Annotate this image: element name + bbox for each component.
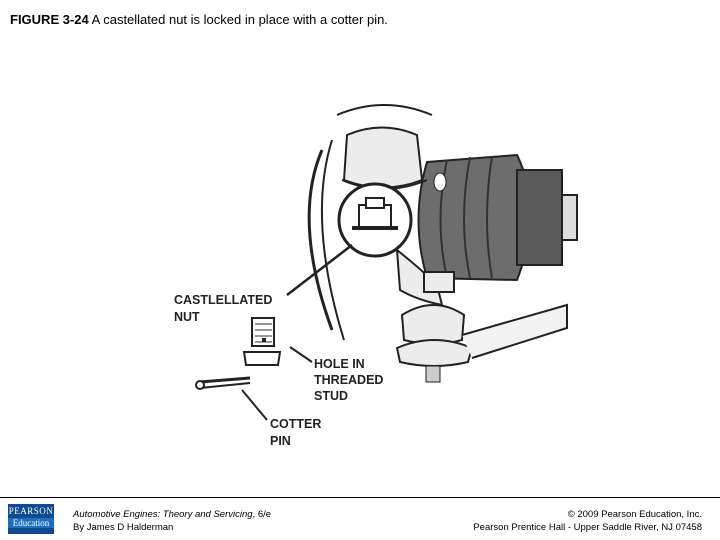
caption-text: A castellated nut is locked in place wit… — [88, 12, 388, 27]
lower-ball-joint — [395, 271, 568, 383]
cv-boot — [417, 153, 578, 282]
figure-label: FIGURE 3-24 — [10, 12, 89, 27]
footer-book-info: Automotive Engines: Theory and Servicing… — [73, 508, 271, 534]
castellated-nut-illustration: CASTLELLATED NUT HOLE IN THREADED STUD C… — [172, 100, 580, 450]
label-cotter-pin-2: PIN — [270, 434, 291, 448]
book-title: Automotive Engines: Theory and Servicing — [73, 509, 253, 520]
stud-and-nut — [242, 317, 282, 366]
footer-divider — [0, 497, 720, 498]
publisher-line: Pearson Prentice Hall - Upper Saddle Riv… — [473, 522, 702, 533]
detail-circle — [337, 182, 413, 258]
label-cotter-pin-1: COTTER — [270, 417, 321, 431]
label-hole-1: HOLE IN — [314, 357, 365, 371]
footer-copyright: © 2009 Pearson Education, Inc. Pearson P… — [473, 508, 702, 534]
book-edition: , 6/e — [252, 509, 272, 520]
book-author: By James D Halderman — [73, 522, 174, 533]
pearson-logo: PEARSON Education — [8, 504, 54, 534]
label-hole-3: STUD — [314, 389, 348, 403]
copyright-line: © 2009 Pearson Education, Inc. — [567, 509, 702, 520]
label-hole-2: THREADED — [314, 373, 383, 387]
label-castellated-nut-1: CASTLELLATED — [174, 293, 272, 307]
cotter-pin — [195, 376, 251, 390]
label-castellated-nut-2: NUT — [174, 310, 200, 324]
figure-caption: FIGURE 3-24 A castellated nut is locked … — [10, 12, 388, 27]
logo-bottom-text: Education — [8, 518, 54, 528]
logo-top-text: PEARSON — [8, 506, 54, 516]
